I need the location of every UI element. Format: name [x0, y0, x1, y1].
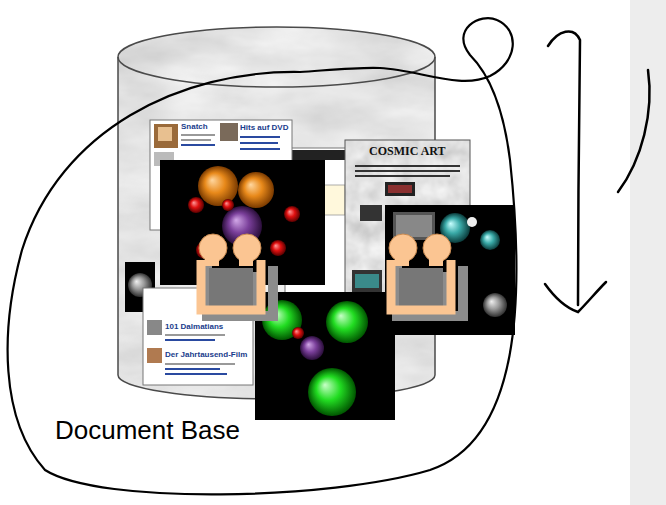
thumbnail-heading: Hits auf DVD	[240, 124, 288, 133]
document-icon	[399, 268, 443, 306]
web-page-thumbnail	[147, 348, 162, 363]
molecule-image	[480, 230, 500, 250]
node-title: Document Base	[55, 416, 240, 446]
text-slot: Document Base	[55, 416, 240, 446]
molecule-image	[238, 172, 274, 208]
label-slot: Snatch	[181, 123, 208, 132]
web-page-thumbnail	[181, 144, 215, 146]
thumbnail-heading: Snatch	[181, 123, 208, 132]
thumbnail-heading: 101 Dalmatians	[165, 323, 223, 332]
hand-drawn-arrow	[545, 282, 606, 312]
document-icon	[429, 252, 443, 266]
thumbnail-heading: Der Jahrtausend-Film	[165, 351, 247, 360]
database-cylinder	[110, 20, 445, 430]
web-page-thumbnail	[355, 274, 379, 288]
web-page-thumbnail	[181, 134, 215, 136]
molecule-image	[326, 301, 368, 343]
hand-drawn-arrow	[548, 31, 580, 305]
molecule-image	[292, 327, 304, 339]
web-page-thumbnail	[165, 334, 225, 336]
web-page-thumbnail	[385, 182, 415, 196]
database-cylinder	[118, 27, 435, 87]
document-icon	[389, 234, 463, 316]
molecule-image	[300, 336, 324, 360]
web-page-thumbnail	[290, 150, 350, 160]
molecule-image	[308, 368, 356, 416]
molecule-image	[483, 293, 507, 317]
web-page-thumbnail	[240, 142, 278, 144]
web-page-thumbnail	[240, 148, 280, 150]
hand-drawn-arrow	[618, 70, 650, 192]
document-icon	[209, 268, 253, 306]
web-page-thumbnail	[181, 139, 211, 141]
document-icon	[199, 234, 273, 316]
label-slot: 101 Dalmatians	[165, 323, 223, 332]
web-page-thumbnail	[388, 185, 412, 193]
label-slot: COSMIC ART	[369, 145, 446, 158]
document-icon	[205, 252, 219, 266]
web-page-thumbnail	[355, 170, 460, 172]
web-page-thumbnail	[154, 124, 178, 148]
web-page-thumbnail	[240, 136, 280, 138]
web-page-thumbnail	[355, 175, 450, 177]
database-cylinder	[110, 20, 445, 430]
document-icon	[239, 252, 253, 266]
hand-drawn-arrow	[545, 31, 650, 312]
web-page-thumbnail	[147, 320, 162, 335]
molecule-image	[222, 199, 234, 211]
web-page-thumbnail	[352, 270, 382, 292]
web-page-thumbnail	[355, 165, 460, 167]
web-page-thumbnail	[220, 123, 238, 141]
web-page-thumbnail	[165, 373, 227, 375]
hand-drawn-ellipse	[8, 18, 517, 494]
molecule-image	[160, 160, 325, 285]
molecule-image	[160, 160, 325, 285]
web-page-thumbnail	[165, 339, 215, 341]
label-slot: Der Jahrtausend-Film	[165, 351, 247, 360]
web-page-thumbnail	[158, 127, 172, 141]
web-page-thumbnail	[165, 368, 220, 370]
enclosure-outline: Document Base	[0, 0, 535, 505]
molecule-image	[467, 217, 477, 227]
molecule-image	[270, 240, 286, 256]
document-icon	[391, 260, 451, 310]
document-icon	[395, 252, 409, 266]
molecule-image	[385, 205, 515, 335]
web-page-thumbnail	[165, 363, 235, 365]
molecule-image	[188, 197, 204, 213]
thumbnail-heading: COSMIC ART	[369, 145, 446, 158]
molecule-image	[284, 206, 300, 222]
document-icon	[201, 260, 261, 310]
molecule-image	[385, 205, 515, 335]
molecule-image	[198, 166, 238, 206]
web-page-thumbnail	[360, 205, 382, 221]
label-slot: Hits auf DVD	[240, 124, 288, 133]
